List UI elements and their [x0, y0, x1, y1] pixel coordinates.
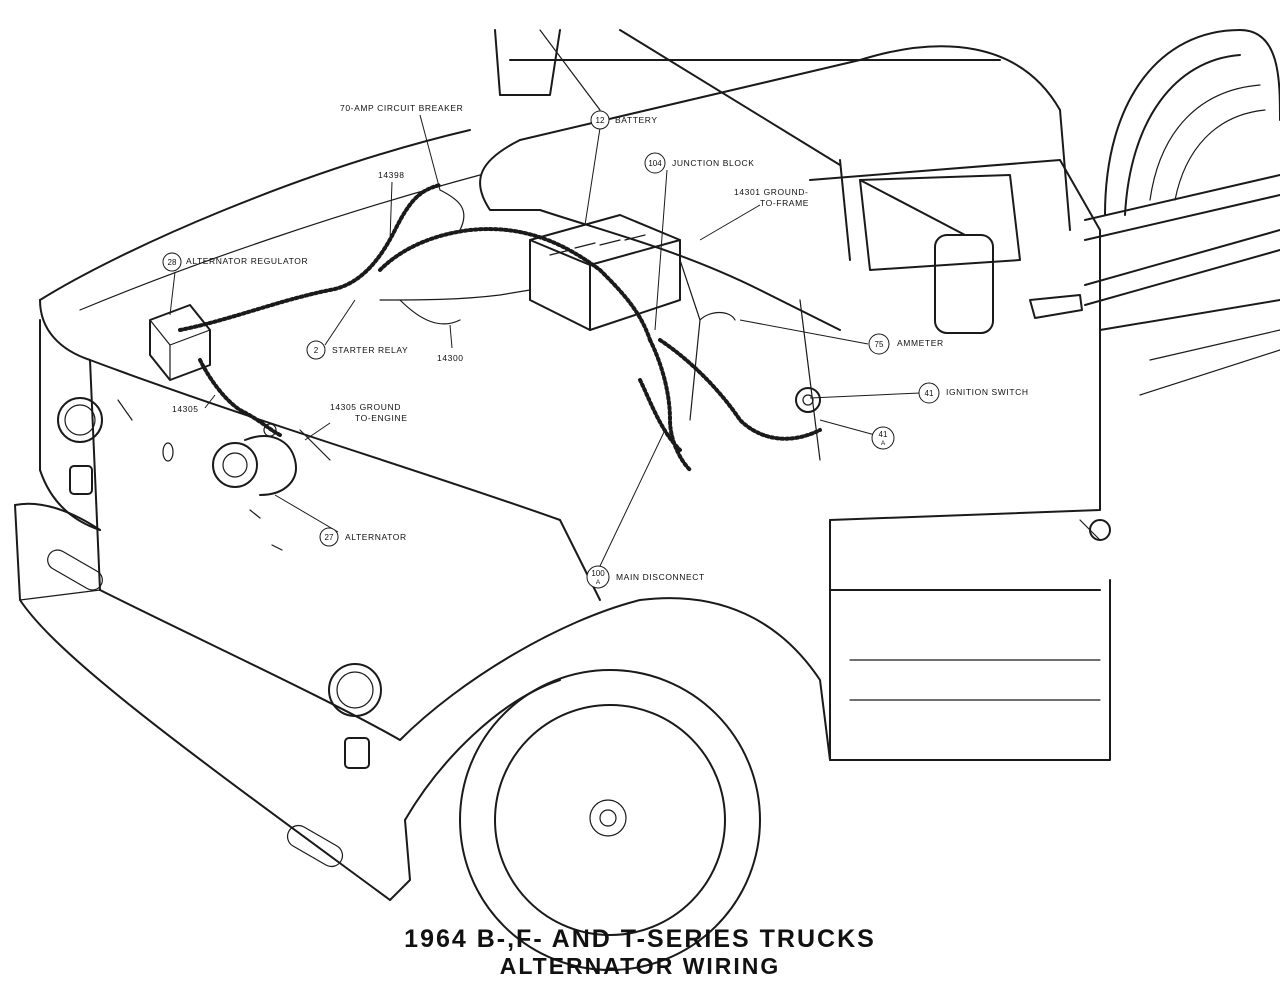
- ignition-switch-shape: [795, 387, 821, 413]
- alternator-regulator-number: 28: [168, 258, 177, 267]
- starter-relay-number: 2: [314, 346, 319, 355]
- ground-engine-label-1: 14305 GROUND: [330, 402, 401, 412]
- callout-ignition-switch-a: 41 A: [871, 426, 895, 450]
- ammeter-number: 75: [875, 340, 884, 349]
- ground-frame-label-1: 14301 GROUND-: [734, 187, 808, 197]
- callout-starter-relay: 2 STARTER RELAY: [306, 340, 408, 360]
- ignition-switch-number: 41: [925, 389, 934, 398]
- leader-lines: [169, 114, 921, 567]
- wire-14300-label: 14300: [437, 353, 464, 363]
- battery-label: BATTERY: [615, 115, 658, 125]
- battery-shape: [529, 214, 681, 331]
- alternator-shape: [212, 423, 297, 496]
- diagram-subtitle: ALTERNATOR WIRING: [499, 953, 781, 979]
- battery-number: 12: [596, 116, 605, 125]
- callout-ammeter: 75 AMMETER: [868, 333, 944, 355]
- ammeter-label: AMMETER: [897, 338, 944, 348]
- ignition-switch-a-number: 41: [879, 430, 888, 439]
- callout-alternator-regulator: 28 ALTERNATOR REGULATOR: [162, 252, 308, 272]
- callout-14300: 14300: [437, 353, 464, 363]
- circuit-breaker-label: 70-AMP CIRCUIT BREAKER: [340, 103, 463, 113]
- junction-block-number: 104: [648, 159, 662, 168]
- callout-ground-frame: 14301 GROUND- TO-FRAME: [734, 187, 809, 208]
- callout-ground-engine: 14305 GROUND TO-ENGINE: [330, 402, 407, 423]
- callout-main-disconnect: 100 A MAIN DISCONNECT: [586, 565, 705, 589]
- alternator-label: ALTERNATOR: [345, 532, 407, 542]
- callout-alternator: 27 ALTERNATOR: [319, 527, 407, 547]
- wiring-harness: [178, 183, 822, 472]
- callout-junction-block: 104 JUNCTION BLOCK: [644, 152, 755, 174]
- main-disconnect-sub: A: [596, 579, 601, 586]
- starter-relay-label: STARTER RELAY: [332, 345, 408, 355]
- wire-14398-label: 14398: [378, 170, 405, 180]
- diagram-title: 1964 B-,F- AND T-SERIES TRUCKS: [404, 925, 876, 953]
- ignition-switch-label: IGNITION SWITCH: [946, 387, 1029, 397]
- wire-14305-label: 14305: [172, 404, 199, 414]
- callout-14398: 14398: [378, 170, 405, 180]
- callout-ignition-switch: 41 IGNITION SWITCH: [918, 382, 1029, 404]
- ignition-switch-a-sub: A: [881, 440, 886, 447]
- callout-14305: 14305: [172, 404, 199, 414]
- alternator-regulator-shape: [149, 304, 211, 381]
- main-disconnect-number: 100: [591, 569, 605, 578]
- ground-engine-label-2: TO-ENGINE: [355, 413, 407, 423]
- alternator-regulator-label: ALTERNATOR REGULATOR: [186, 256, 308, 266]
- callout-circuit-breaker: 70-AMP CIRCUIT BREAKER: [340, 103, 463, 113]
- ground-frame-label-2: TO-FRAME: [760, 198, 809, 208]
- main-disconnect-label: MAIN DISCONNECT: [616, 572, 705, 582]
- alternator-number: 27: [325, 533, 334, 542]
- truck-illustration: [14, 29, 1280, 971]
- callout-battery: 12 BATTERY: [590, 110, 658, 130]
- junction-block-label: JUNCTION BLOCK: [672, 158, 755, 168]
